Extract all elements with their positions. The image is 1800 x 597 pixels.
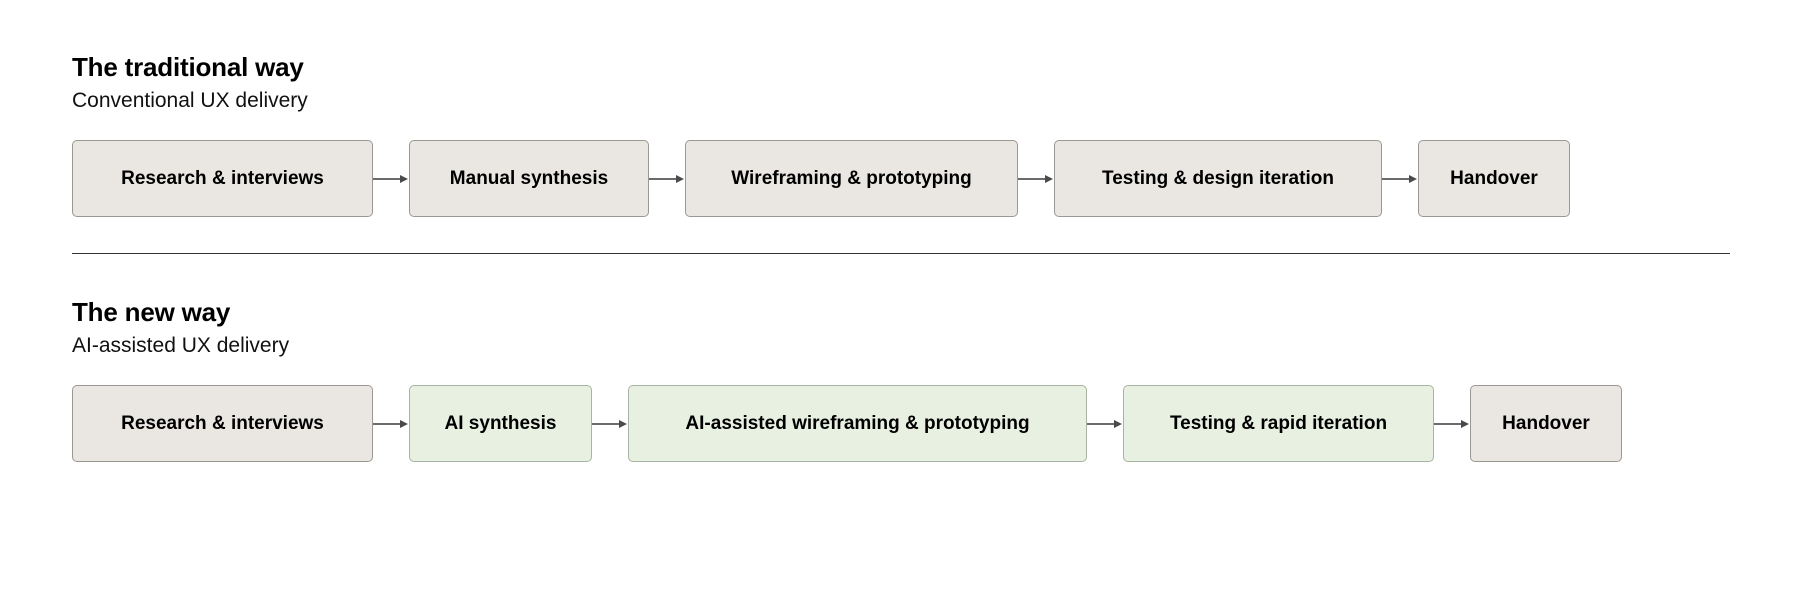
flow-node-label: Testing & rapid iteration (1169, 412, 1388, 434)
flow-node-label: AI synthesis (444, 412, 557, 434)
flow-arrow-icon (1087, 419, 1122, 428)
flow-node-label: Handover (1450, 167, 1538, 189)
section-title-new: The new way (72, 297, 231, 327)
section-traditional: The traditional way Conventional UX deli… (0, 52, 1800, 217)
flow-node[interactable]: Wireframing & prototyping (685, 140, 1018, 217)
flow-row-new: Research & interviews AI synthesis AI-assi… (72, 385, 1800, 462)
flow-arrow-icon (649, 174, 684, 183)
flow-node-label: Testing & design iteration (1102, 167, 1334, 189)
flow-arrow-icon (1434, 419, 1469, 428)
section-new: The new way AI-assisted UX delivery Rese… (0, 297, 1800, 462)
flow-node-label: Manual synthesis (449, 167, 609, 189)
flow-node[interactable]: Testing & design iteration (1054, 140, 1382, 217)
section-subtitle-new: AI-assisted UX delivery (72, 334, 290, 357)
flow-arrow-icon (373, 174, 408, 183)
flow-arrow-icon (373, 419, 408, 428)
flow-node-label: Research & interviews (121, 167, 324, 189)
flow-node[interactable]: Testing & rapid iteration (1123, 385, 1434, 462)
flow-node-label: Handover (1502, 412, 1590, 434)
flow-node[interactable]: Handover (1418, 140, 1570, 217)
flow-node[interactable]: Manual synthesis (409, 140, 649, 217)
flow-row-traditional: Research & interviews Manual synthesis Wir… (72, 140, 1800, 217)
flow-arrow-icon (1382, 174, 1417, 183)
flow-node[interactable]: Research & interviews (72, 385, 373, 462)
flow-arrow-icon (592, 419, 627, 428)
flow-node-label: Wireframing & prototyping (731, 167, 972, 189)
section-title-traditional: The traditional way (72, 52, 304, 82)
section-subtitle-traditional: Conventional UX delivery (72, 89, 308, 112)
flow-node[interactable]: Research & interviews (72, 140, 373, 217)
flow-node-label: Research & interviews (121, 412, 324, 434)
flow-node[interactable]: AI-assisted wireframing & prototyping (628, 385, 1087, 462)
flow-node[interactable]: AI synthesis (409, 385, 592, 462)
flow-node-label: AI-assisted wireframing & prototyping (685, 412, 1030, 434)
flow-arrow-icon (1018, 174, 1053, 183)
section-divider (72, 253, 1730, 254)
flow-node[interactable]: Handover (1470, 385, 1622, 462)
